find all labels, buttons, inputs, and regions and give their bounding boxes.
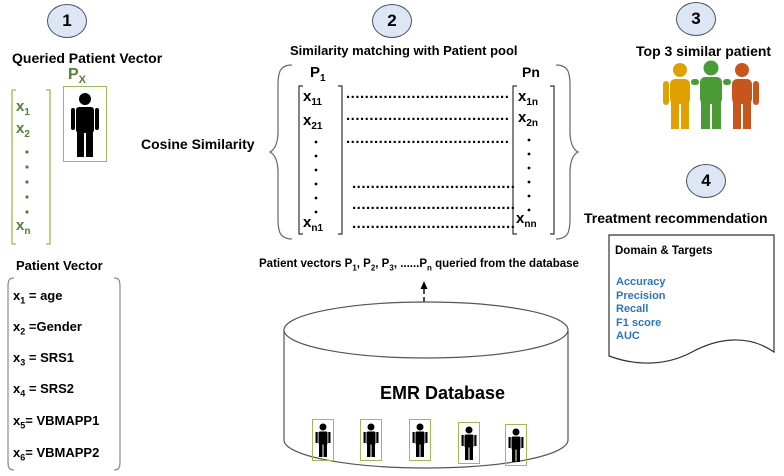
- document-title: Domain & Targets: [615, 245, 713, 257]
- db-patient-box: [312, 419, 334, 461]
- patient-vector-item: x6= VBMAPP2: [13, 445, 100, 463]
- metric-item: Recall: [616, 303, 649, 315]
- vector-x1: x1: [16, 98, 30, 118]
- vector-x2: x2: [16, 120, 30, 140]
- metric-item: F1 score: [616, 317, 662, 329]
- dotted-row: ...................................: [352, 196, 516, 213]
- patient-vector-item: x4 = SRS2: [13, 381, 75, 399]
- step-2-circle: 2: [372, 4, 412, 38]
- vector-ellipsis: [25, 150, 29, 214]
- dotted-row: ...................................: [352, 175, 516, 192]
- db-patient-box: [458, 422, 480, 464]
- patient-vector-item: x2 =Gender: [13, 319, 82, 337]
- queried-vector-bracket: [11, 89, 51, 245]
- matrix-cell-xnn: xnn: [516, 210, 537, 230]
- document-icon: [608, 234, 775, 364]
- brace-icon: [268, 64, 580, 240]
- matrix-cell-x2n: x2n: [518, 109, 539, 129]
- dotted-row: ...................................: [346, 130, 510, 147]
- database-icon: [283, 301, 569, 469]
- person-icon: [461, 426, 477, 460]
- step-4-number: 4: [701, 171, 711, 190]
- step-2-number: 2: [387, 11, 397, 30]
- step-4-circle: 4: [686, 164, 726, 198]
- vector-xn: xn: [16, 217, 31, 237]
- pn-column-bracket: [512, 85, 555, 235]
- patient-vectors-caption: Patient vectors P1, P2, P3, ......Pn que…: [259, 258, 579, 273]
- database-label: EMR Database: [380, 383, 506, 403]
- pn-label: Pn: [522, 64, 540, 80]
- patient-vector-title: Patient Vector: [16, 258, 103, 273]
- person-icon: [71, 93, 99, 157]
- person-icon: [412, 423, 428, 457]
- p1-label: P1: [310, 64, 326, 84]
- p1-column-ellipsis: [314, 140, 318, 214]
- matrix-cell-x11: x11: [303, 88, 322, 108]
- dotted-row: ...................................: [346, 107, 510, 124]
- px-label: PX: [68, 66, 87, 87]
- patient-vector-bracket: [7, 277, 121, 471]
- cosine-similarity-label: Cosine Similarity: [141, 136, 255, 152]
- db-patient-box: [360, 419, 382, 461]
- queried-vector-title: Queried Patient Vector: [12, 50, 163, 66]
- person-icon: [508, 428, 524, 462]
- p1-column-bracket: [298, 85, 343, 235]
- queried-patient-box: [63, 86, 107, 162]
- patient-vector-item: x3 = SRS1: [13, 350, 75, 368]
- db-patient-box: [505, 424, 527, 466]
- dotted-row: ...................................: [346, 85, 510, 102]
- step-1-circle: 1: [47, 4, 87, 38]
- patient-vector-item: x1 = age: [13, 288, 63, 306]
- metric-item: AUC: [616, 330, 640, 342]
- group-icon: [663, 60, 759, 129]
- matrix-cell-x1n: x1n: [518, 88, 539, 108]
- patient-vector-item: x5= VBMAPP1: [13, 413, 100, 431]
- treatment-title: Treatment recommendation: [584, 210, 768, 226]
- matrix-cell-x21: x21: [303, 112, 323, 132]
- db-patient-box: [409, 419, 431, 461]
- step-3-circle: 3: [676, 2, 716, 36]
- top3-title: Top 3 similar patient: [636, 43, 772, 59]
- step-1-number: 1: [62, 11, 72, 30]
- metric-item: Precision: [616, 290, 666, 302]
- metric-item: Accuracy: [616, 276, 666, 288]
- arrow-icon: [420, 281, 428, 334]
- pn-column-ellipsis: [527, 138, 531, 212]
- person-icon: [363, 423, 379, 457]
- dotted-row: ...................................: [352, 215, 516, 232]
- matrix-cell-xn1: xn1: [303, 214, 324, 234]
- similarity-title: Similarity matching with Patient pool: [290, 43, 518, 58]
- step-3-number: 3: [691, 9, 701, 28]
- person-icon: [315, 423, 331, 457]
